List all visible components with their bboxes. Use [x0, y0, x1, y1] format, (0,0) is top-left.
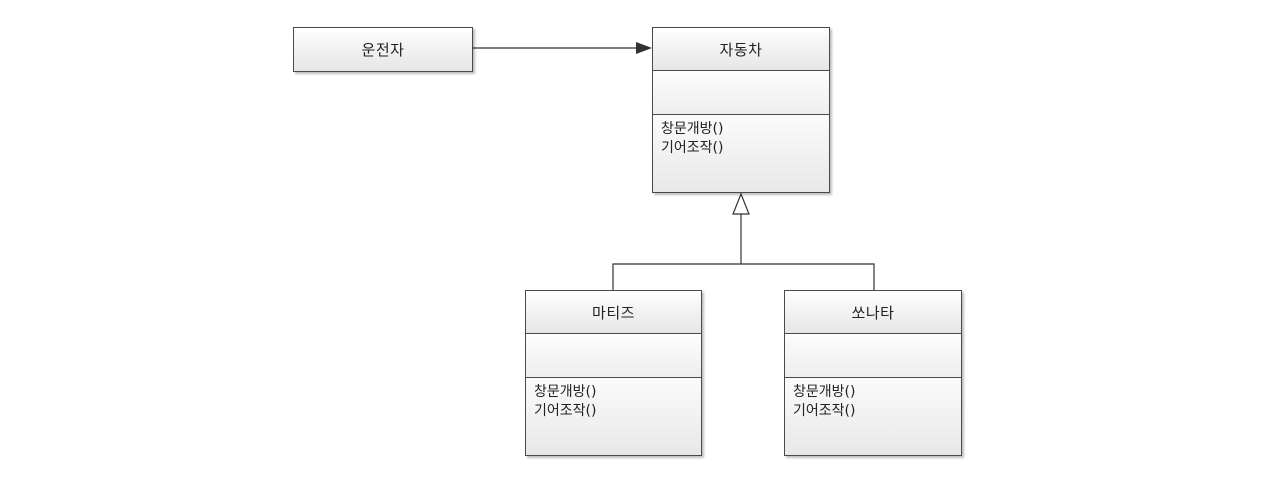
class-sonata-attributes [785, 333, 961, 377]
operation-shift-gear: 기어조작() [661, 140, 724, 156]
class-car[interactable]: 자동차 창문개방() 기어조작() [652, 27, 830, 193]
association-arrowhead [636, 42, 652, 54]
class-matiz[interactable]: 마티즈 창문개방() 기어조작() [525, 290, 702, 456]
class-driver[interactable]: 운전자 [293, 27, 473, 72]
class-matiz-attributes [526, 333, 701, 377]
generalization-triangle [732, 192, 750, 215]
generalization-line [612, 263, 875, 290]
class-car-operations: 창문개방() 기어조작() [653, 114, 829, 192]
class-driver-name: 운전자 [294, 28, 472, 71]
operation-open-window: 창문개방() [793, 384, 856, 400]
class-car-attributes [653, 70, 829, 114]
class-matiz-operations: 창문개방() 기어조작() [526, 377, 701, 455]
class-sonata-name: 쏘나타 [785, 291, 961, 333]
class-car-name: 자동차 [653, 28, 829, 70]
operation-open-window: 창문개방() [534, 384, 597, 400]
operation-shift-gear: 기어조작() [534, 403, 597, 419]
operation-open-window: 창문개방() [661, 121, 724, 137]
class-matiz-name: 마티즈 [526, 291, 701, 333]
class-sonata[interactable]: 쏘나타 창문개방() 기어조작() [784, 290, 962, 456]
class-sonata-operations: 창문개방() 기어조작() [785, 377, 961, 455]
operation-shift-gear: 기어조작() [793, 403, 856, 419]
